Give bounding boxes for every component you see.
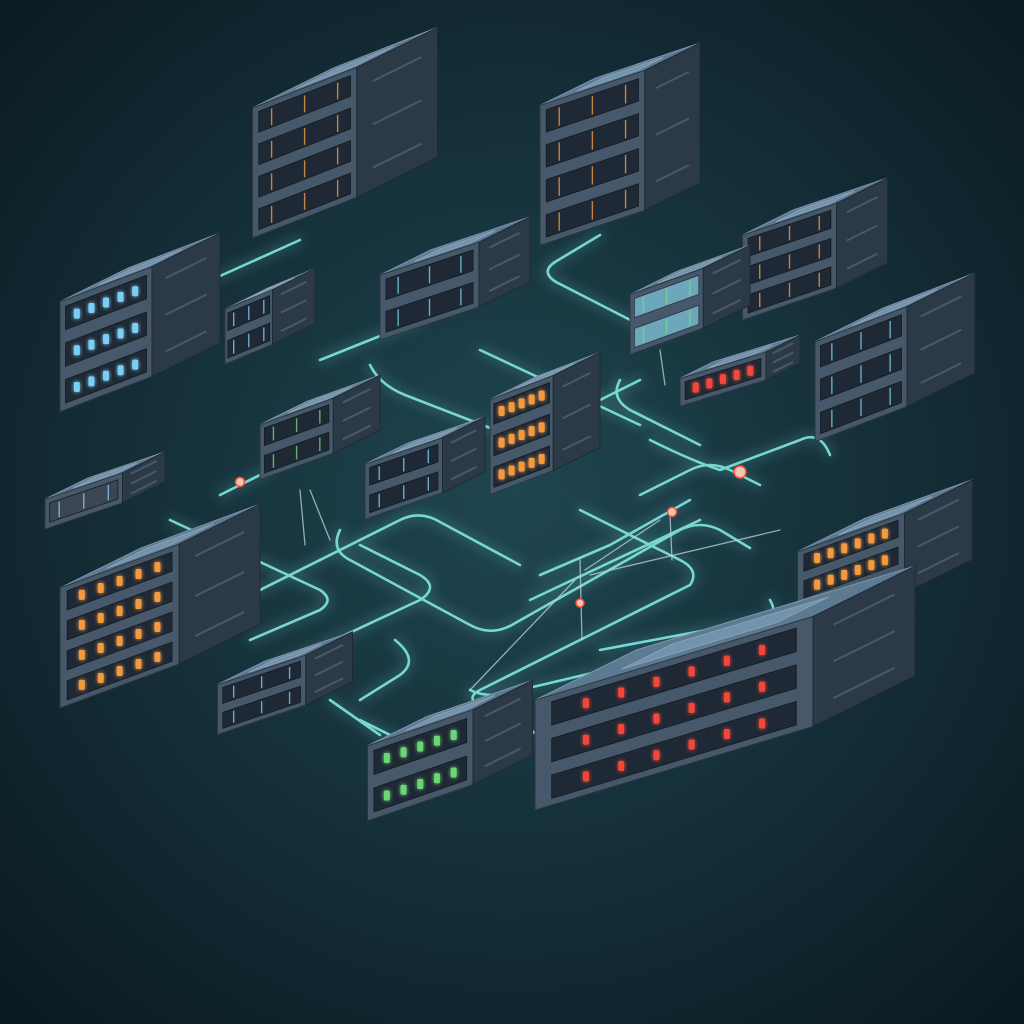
switch-icon [364,415,491,530]
network-switch-right [742,177,894,331]
storage-unit-far-right [814,272,981,452]
patch-panel-top-right [539,42,706,256]
server-rack-top-left [252,26,444,248]
device-bottom-center [367,679,539,831]
antenna-wires [299,349,781,691]
switch-center [364,415,491,530]
drive-unit-bottom-left [217,631,359,745]
storage-icon [814,272,981,452]
devices-layer [44,26,981,831]
connector-dot [234,476,246,488]
device-icon [367,679,539,831]
router-icon [379,216,536,351]
circuit-board-icon [259,374,386,490]
server-icon [489,351,606,505]
server-center [489,351,606,505]
circuit-module-right [629,244,756,365]
modem-icon [679,334,806,417]
drive-unit-left [224,267,321,375]
connector-dot [575,598,585,608]
connector-dot [666,506,678,518]
server-icon [59,503,266,718]
fan-icon [44,450,171,540]
server-rack-icon [252,26,444,248]
connector-dot [733,465,747,479]
cable-connectors [234,465,747,608]
circuit-board-icon [629,244,756,365]
server-block-left [59,232,226,422]
server-icon [59,232,226,422]
server-bottom-long [534,565,921,821]
server-icon [534,565,921,821]
modem-right [679,334,806,417]
drive-icon [217,631,359,745]
drive-icon [224,267,321,375]
circuit-module-center [259,374,386,490]
router-center-top [379,216,536,351]
switch-icon [742,177,894,331]
patch-panel-icon [539,42,706,256]
fan-unit-left [44,450,171,540]
server-amber-bottom-left [59,503,266,718]
